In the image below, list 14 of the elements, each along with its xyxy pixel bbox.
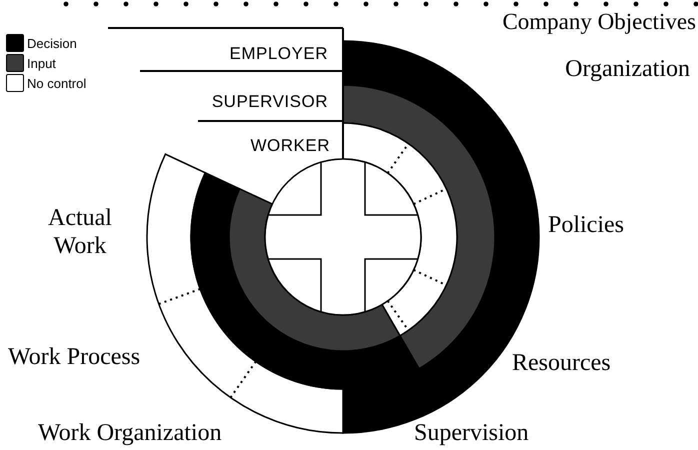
legend-label: Decision [27, 36, 77, 50]
segment-label: Work Organization [38, 420, 223, 448]
segment-label: Supervision [414, 420, 530, 448]
legend-label: Input [27, 56, 56, 70]
segment-label: Organization [564, 56, 690, 84]
segment-label: Resources [512, 350, 612, 378]
legend-label: No control [27, 76, 86, 90]
segment-label: Policies [548, 212, 625, 240]
row-heading: SUPERVISOR [210, 92, 328, 112]
segment-label: Actual Work [47, 205, 113, 260]
row-heading: EMPLOYER [228, 44, 328, 64]
segment-label: Work Process [8, 344, 142, 372]
row-heading: WORKER [250, 136, 330, 156]
segment-label: Company Objectives [501, 9, 696, 36]
